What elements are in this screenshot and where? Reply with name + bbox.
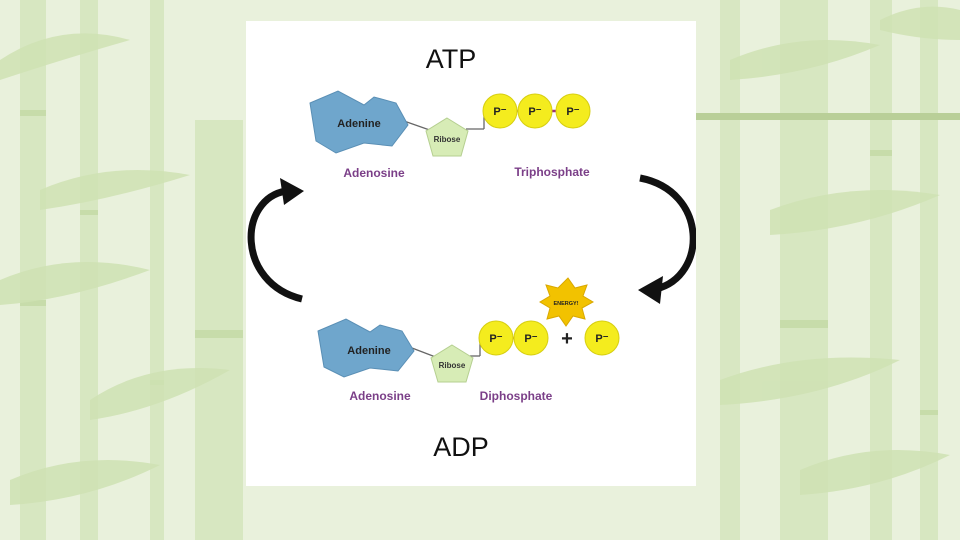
atp-phosphate-3	[555, 93, 591, 129]
atp-phosphate-1	[482, 93, 518, 129]
adp-phosphate-1-label: P⁻	[489, 333, 502, 345]
energy-label: ENERGY!	[553, 301, 578, 307]
atp-title: ATP	[426, 44, 477, 74]
plus-sign: +	[561, 328, 573, 350]
atp-adenine-label: Adenine	[337, 118, 380, 130]
atp-phosphate-1-label: P⁻	[493, 106, 506, 118]
atp-ribose-label: Ribose	[434, 135, 461, 144]
energy-star-icon	[539, 277, 595, 327]
atp-phosphate-2-label: P⁻	[528, 106, 541, 118]
adp-adenine-label: Adenine	[347, 345, 390, 357]
adp-phosphate-1	[478, 320, 514, 356]
adp-phosphate-2-label: P⁻	[524, 333, 537, 345]
atp-triphosphate-caption: Triphosphate	[514, 165, 590, 179]
adp-diphosphate-caption: Diphosphate	[480, 389, 553, 403]
atp-ribose-shape	[425, 117, 469, 157]
atp-adenosine-caption: Adenosine	[343, 166, 405, 180]
free-phosphate-label: P⁻	[595, 333, 608, 345]
free-phosphate	[584, 320, 620, 356]
cycle-arrow-up-icon	[247, 178, 304, 303]
adp-ribose-label: Ribose	[439, 361, 466, 370]
adp-phosphate-2	[513, 320, 549, 356]
adp-ribose-shape	[430, 344, 474, 383]
atp-adenine-shape	[309, 90, 409, 154]
adp-title: ADP	[433, 432, 489, 462]
atp-phosphate-2	[517, 93, 553, 129]
cycle-arrow-down-icon	[638, 174, 696, 304]
adp-adenosine-caption: Adenosine	[349, 389, 411, 403]
atp-adp-cycle-diagram: ATP Adenine Ribose P⁻ P⁻ P⁻ Adenosine Tr…	[246, 21, 696, 486]
atp-phosphate-3-label: P⁻	[566, 106, 579, 118]
adp-adenine-shape	[317, 318, 415, 378]
